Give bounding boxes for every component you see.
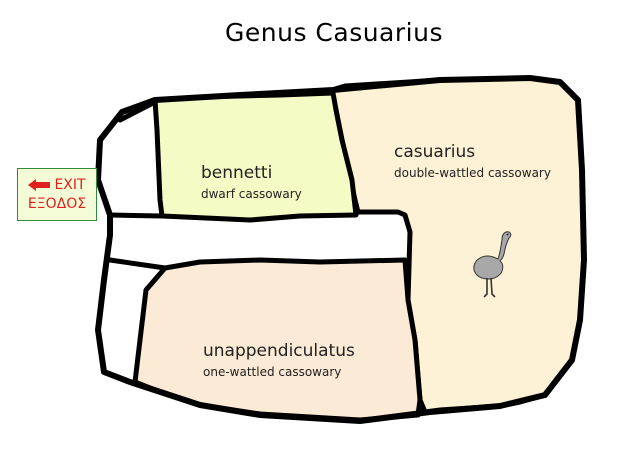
exit-label-greek: ΕΞΟΔΟΣ	[27, 196, 87, 212]
species-name: casuarius	[394, 142, 476, 162]
page-title: Genus Casuarius	[225, 18, 443, 47]
region-casuarius[interactable]: casuarius double-wattled cassowary	[394, 142, 551, 180]
common-name: one-wattled cassowary	[203, 365, 342, 379]
region-unappendiculatus[interactable]: unappendiculatus one-wattled cassowary	[203, 341, 355, 379]
exit-button[interactable]: EXIT ΕΞΟΔΟΣ	[17, 168, 97, 221]
exit-label: EXIT	[54, 177, 86, 193]
corridor-edge-lower	[107, 257, 168, 271]
outer-boundary	[95, 75, 587, 424]
species-name: bennetti	[201, 163, 273, 183]
cassowary-silhouette-icon	[473, 231, 512, 298]
common-name: double-wattled cassowary	[394, 166, 551, 180]
species-name: unappendiculatus	[203, 341, 355, 361]
corridor-edge-upper	[107, 99, 165, 219]
left-arrow-icon	[28, 179, 51, 191]
region-bennetti[interactable]: bennetti dwarf cassowary	[201, 163, 302, 201]
common-name: dwarf cassowary	[201, 187, 302, 201]
